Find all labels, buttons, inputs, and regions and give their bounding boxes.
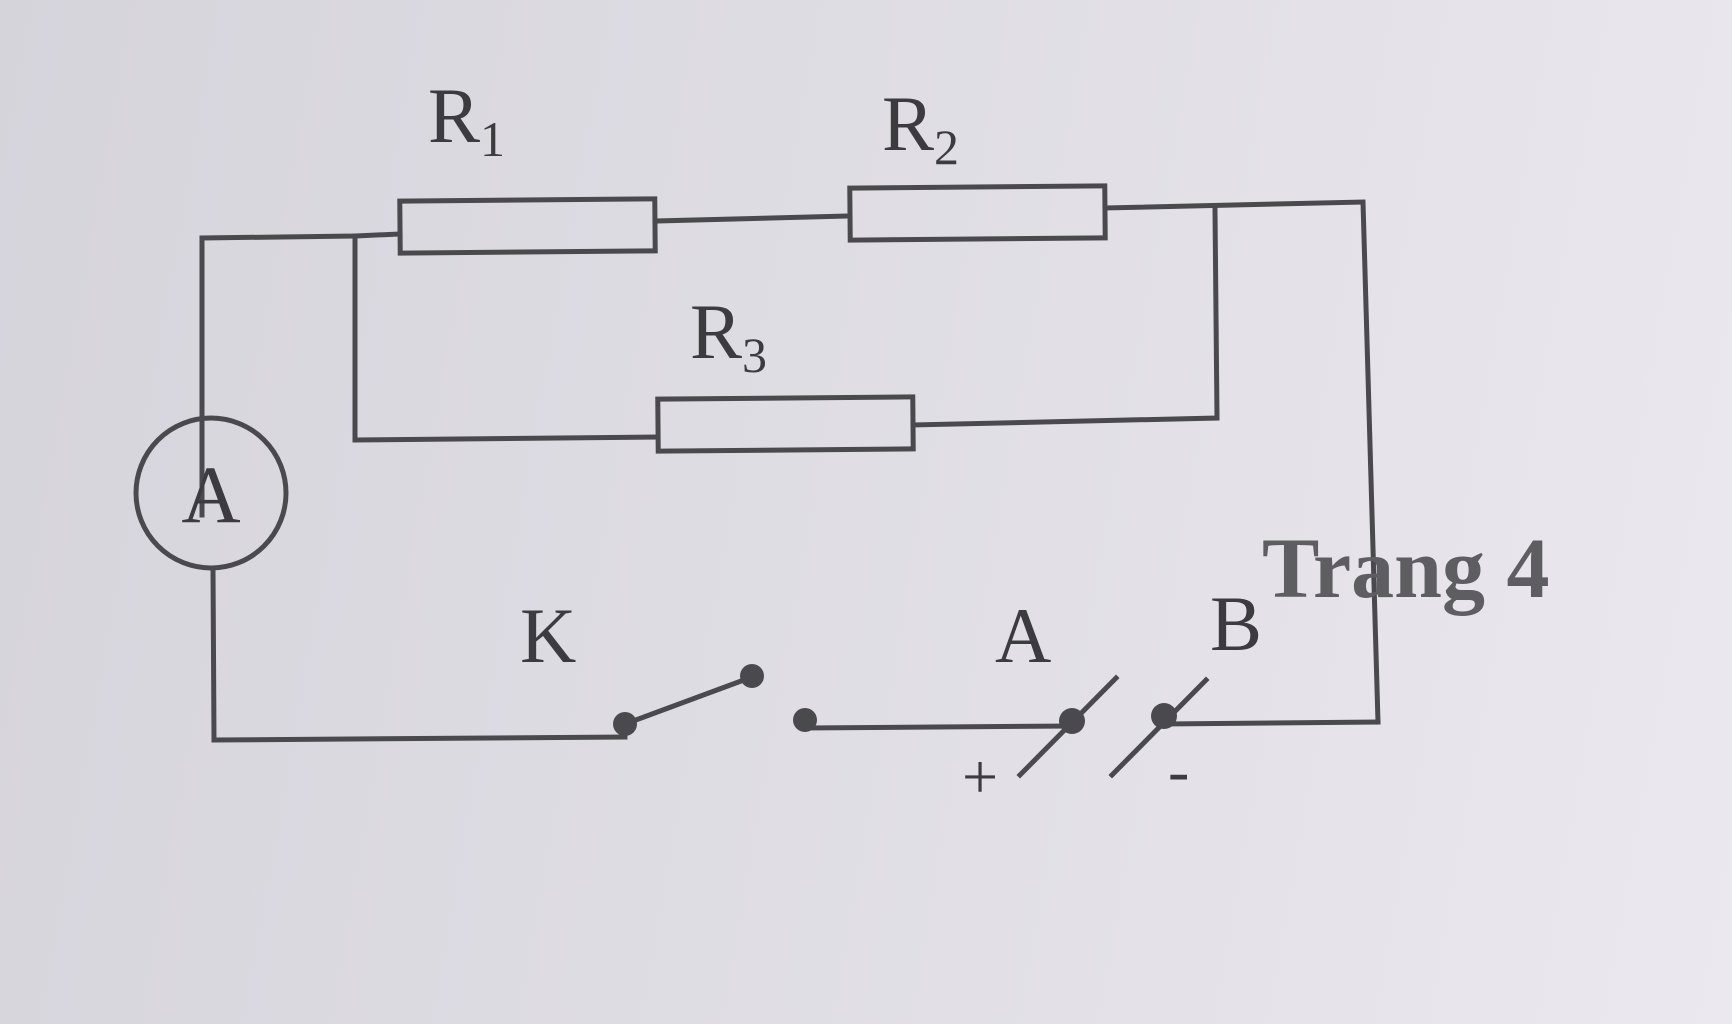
- switch-k: [613, 664, 817, 736]
- bottom-wire-middle: [802, 723, 1075, 731]
- resistor-r2: [847, 183, 1108, 243]
- resistor-r3: [655, 394, 916, 454]
- resistor-r1-label: R1: [428, 72, 505, 167]
- resistor-r3-label: R3: [690, 288, 767, 383]
- parallel-branch-wires: [352, 207, 1220, 443]
- resistor-r1: [397, 196, 658, 256]
- resistor-r2-label: R2: [882, 80, 959, 175]
- bottom-wire-left: [210, 565, 628, 743]
- minus-sign: -: [1168, 735, 1189, 806]
- terminal-a-label: A: [995, 592, 1051, 679]
- page-label: Trang 4: [1262, 520, 1549, 616]
- ammeter-label: A: [181, 449, 240, 540]
- plus-sign: +: [962, 741, 998, 812]
- bottom-wire-right: [1161, 719, 1381, 727]
- terminal-b-label: B: [1210, 580, 1262, 667]
- top-branch-wires: [199, 199, 1381, 725]
- switch-k-label: K: [520, 592, 576, 679]
- ammeter: A: [133, 415, 289, 571]
